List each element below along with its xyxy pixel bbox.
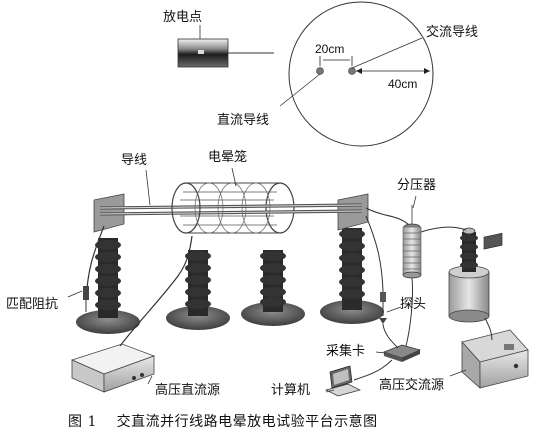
hv-dc-source-label: 高压直流源 bbox=[155, 383, 221, 398]
hv-dc-source-device bbox=[70, 343, 156, 393]
leader-line-dc-source bbox=[147, 375, 153, 385]
corona-cage bbox=[171, 182, 280, 234]
card-lead-computer bbox=[353, 359, 393, 381]
ac-console-lead bbox=[484, 317, 493, 341]
transformer-lead bbox=[420, 226, 467, 233]
matching-impedance-label: 匹配阻抗 bbox=[6, 297, 59, 312]
discharge-point-label: 放电点 bbox=[163, 10, 203, 25]
ac-conductor-label: 交流导线 bbox=[426, 25, 479, 40]
acquisition-card-device bbox=[382, 344, 422, 362]
dc-source-lead bbox=[119, 235, 193, 347]
acquisition-card-label: 采集卡 bbox=[326, 344, 366, 359]
probe-device bbox=[379, 292, 387, 324]
hv-ac-source-device bbox=[461, 232, 529, 389]
card-lead-probe bbox=[382, 323, 399, 349]
insulator-left bbox=[95, 238, 121, 318]
voltage-divider-label: 分压器 bbox=[397, 178, 437, 193]
leader-line-cage bbox=[231, 167, 237, 187]
leader-line-ac-source bbox=[449, 369, 467, 377]
figure-title: 交直流并行线路电晕放电试验平台示意图 bbox=[116, 414, 378, 430]
dimension-40cm-label: 40cm bbox=[388, 77, 418, 91]
leader-line-card bbox=[375, 351, 386, 354]
leader-line-divider bbox=[412, 195, 417, 209]
insulator-mid-right bbox=[260, 250, 286, 312]
figure-number: 图 1 bbox=[68, 414, 97, 430]
leader-line-conductor bbox=[145, 169, 151, 206]
probe-label: 探头 bbox=[400, 297, 427, 312]
dc-conductor-dot bbox=[316, 67, 324, 75]
dc-conductor-label: 直流导线 bbox=[217, 113, 270, 128]
hv-ac-source-label: 高压交流源 bbox=[379, 378, 445, 393]
insulator-mid-left bbox=[185, 250, 211, 316]
leader-line-ac bbox=[351, 37, 423, 69]
insulator-bases bbox=[76, 300, 384, 334]
divider-lead bbox=[365, 207, 411, 227]
computer-device bbox=[325, 365, 361, 397]
probe-lead bbox=[365, 215, 384, 293]
figure-caption: 图 1 交直流并行线路电晕放电试验平台示意图 bbox=[68, 415, 378, 429]
card-lead-divider bbox=[405, 277, 414, 347]
cross-section-circle bbox=[288, 1, 434, 147]
corona-cage-label: 电晕笼 bbox=[208, 150, 248, 165]
insulator-right bbox=[339, 228, 365, 310]
leader-line-probe bbox=[386, 306, 402, 313]
ac-transformer bbox=[448, 227, 490, 323]
discharge-point-sample bbox=[177, 38, 229, 68]
dimension-20cm-label: 20cm bbox=[315, 42, 345, 56]
conductor-label: 导线 bbox=[121, 153, 148, 168]
voltage-divider-device bbox=[402, 223, 422, 279]
leader-line-computer bbox=[325, 389, 335, 393]
ac-conductor-dot bbox=[348, 67, 356, 75]
matching-impedance bbox=[83, 286, 89, 300]
leader-line-dc bbox=[279, 73, 321, 107]
leader-line-impedance bbox=[67, 290, 83, 298]
computer-label: 计算机 bbox=[271, 383, 311, 398]
test-conductors bbox=[99, 203, 363, 216]
